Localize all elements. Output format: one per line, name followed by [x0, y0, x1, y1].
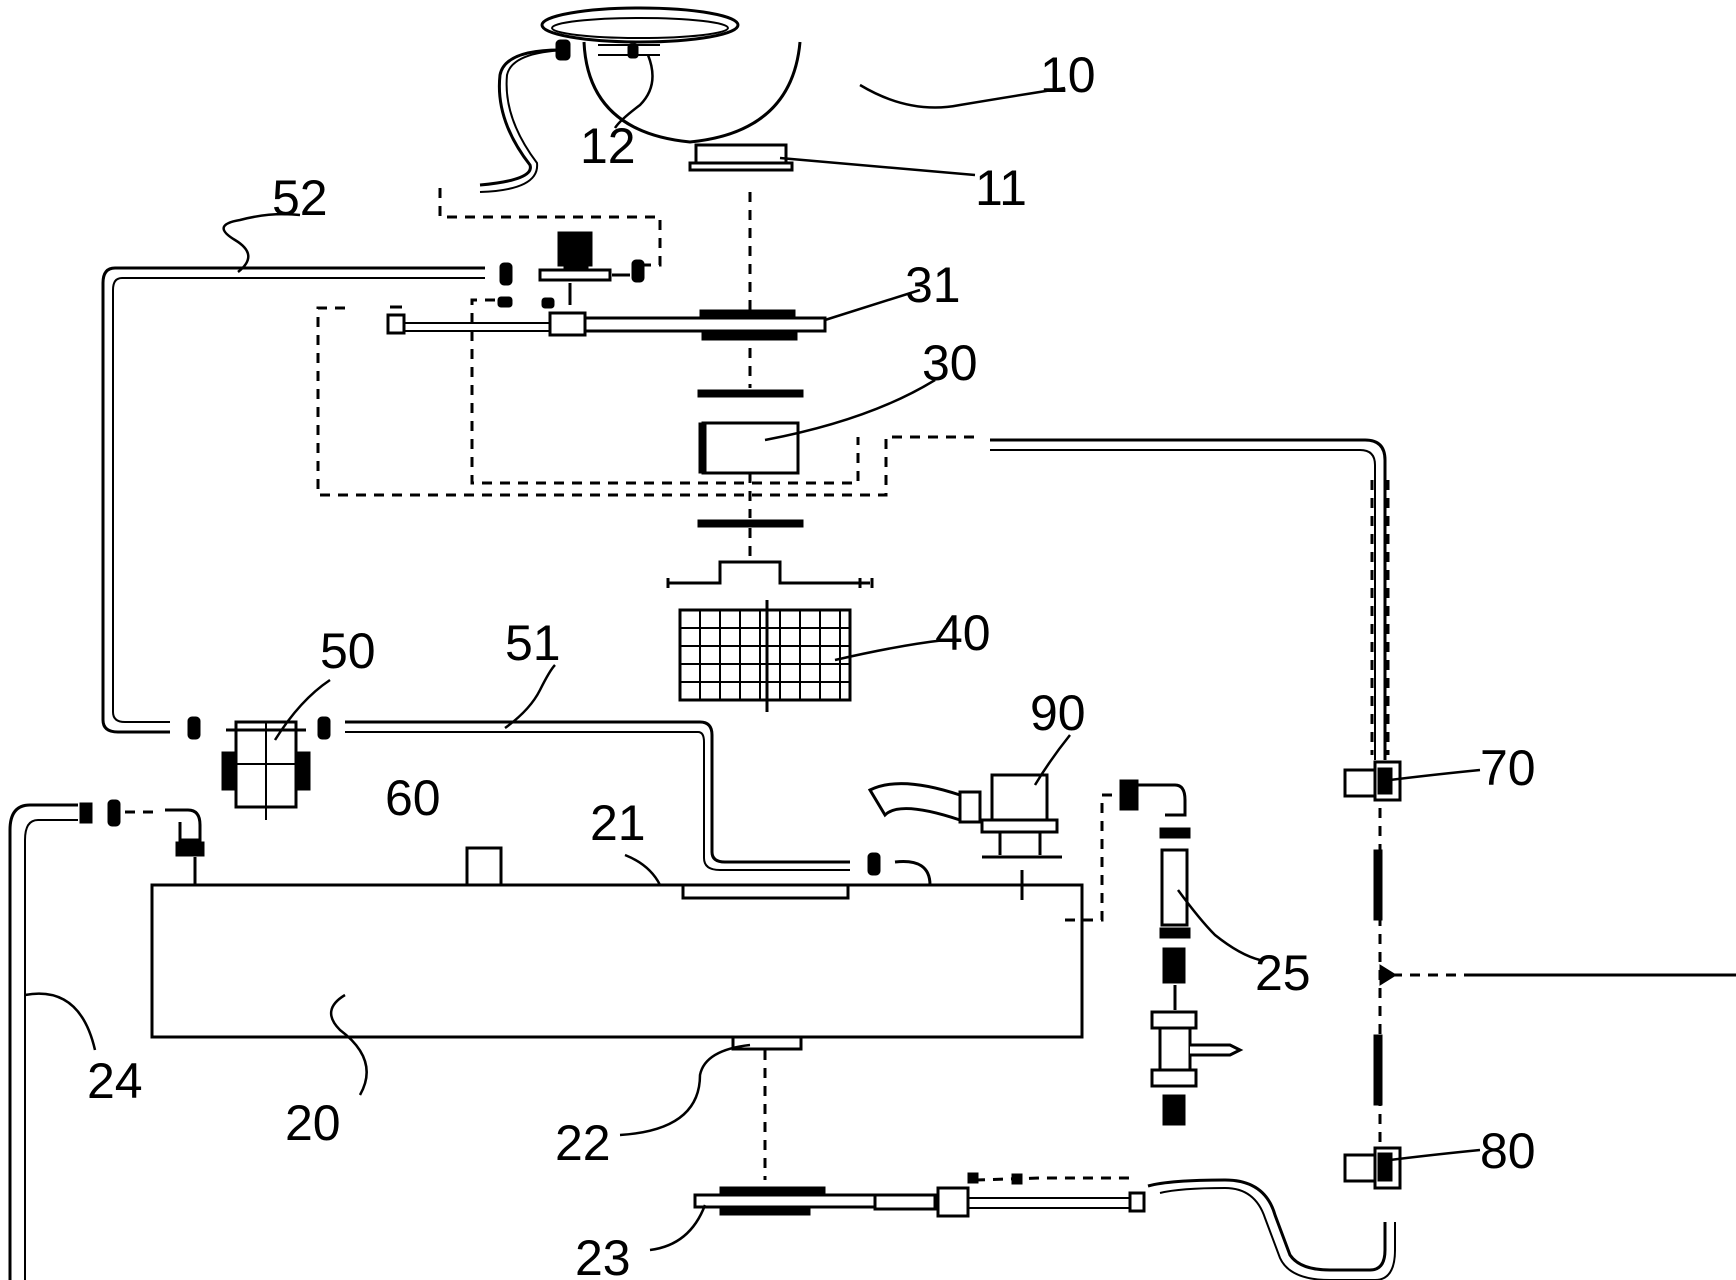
- leader-11: [779, 156, 976, 177]
- label-24: 24: [87, 1053, 143, 1109]
- drain-assembly-25: [1119, 779, 1244, 1126]
- pipe-24: [8, 799, 205, 1280]
- label-11: 11: [975, 160, 1027, 216]
- valve-80: [1343, 1146, 1402, 1190]
- inlet-90: [867, 773, 1062, 885]
- solenoid-valve: [499, 231, 645, 305]
- leader-12: [613, 54, 654, 129]
- label-12: 12: [580, 118, 636, 174]
- label-22: 22: [555, 1115, 611, 1171]
- lower-plate-23: [693, 1172, 1396, 1280]
- leader-50: [273, 678, 331, 741]
- label-52: 52: [272, 170, 328, 226]
- label-40: 40: [935, 605, 991, 661]
- filter-40: [666, 560, 874, 712]
- label-23: 23: [575, 1230, 631, 1280]
- label-31: 31: [905, 257, 961, 313]
- leader-51: [504, 664, 556, 730]
- leader-20: [330, 993, 368, 1096]
- label-30: 30: [922, 335, 978, 391]
- leader-23: [649, 1204, 707, 1252]
- label-80: 80: [1480, 1123, 1536, 1179]
- leader-52: [222, 212, 301, 273]
- leader-24: [24, 992, 97, 1051]
- ring-upper: [697, 389, 804, 398]
- leader-90: [1033, 734, 1071, 786]
- label-70: 70: [1480, 740, 1536, 796]
- dashed-loop-inner: [470, 298, 860, 485]
- element-30: [698, 421, 800, 475]
- basin-10: [540, 6, 802, 172]
- leader-21: [624, 853, 662, 886]
- label-51: 51: [505, 615, 561, 671]
- dashed-loop-outer: [316, 306, 980, 497]
- label-90: 90: [1030, 685, 1086, 741]
- label-60: 60: [385, 770, 441, 826]
- label-50: 50: [320, 623, 376, 679]
- dashed-link-overflow: [438, 188, 662, 267]
- leader-40: [834, 638, 946, 662]
- leader-10: [859, 83, 1066, 109]
- label-21: 21: [590, 795, 646, 851]
- pump-50: [187, 716, 331, 820]
- leader-25: [1176, 889, 1261, 962]
- label-20: 20: [285, 1095, 341, 1151]
- ring-lower: [697, 519, 804, 528]
- leader-80: [1389, 1148, 1481, 1162]
- leader-70: [1389, 768, 1481, 782]
- heater-plate-31: [386, 296, 827, 341]
- right-line: [990, 438, 1736, 1160]
- label-25: 25: [1255, 945, 1311, 1001]
- leader-31: [824, 288, 921, 322]
- tank-20: [150, 793, 1120, 1051]
- pipe-52: [101, 266, 485, 734]
- leader-22: [619, 1043, 751, 1137]
- valve-70: [1343, 760, 1402, 802]
- leader-30: [764, 378, 936, 442]
- label-10: 10: [1040, 47, 1096, 103]
- overflow-fitting-12: [479, 39, 660, 193]
